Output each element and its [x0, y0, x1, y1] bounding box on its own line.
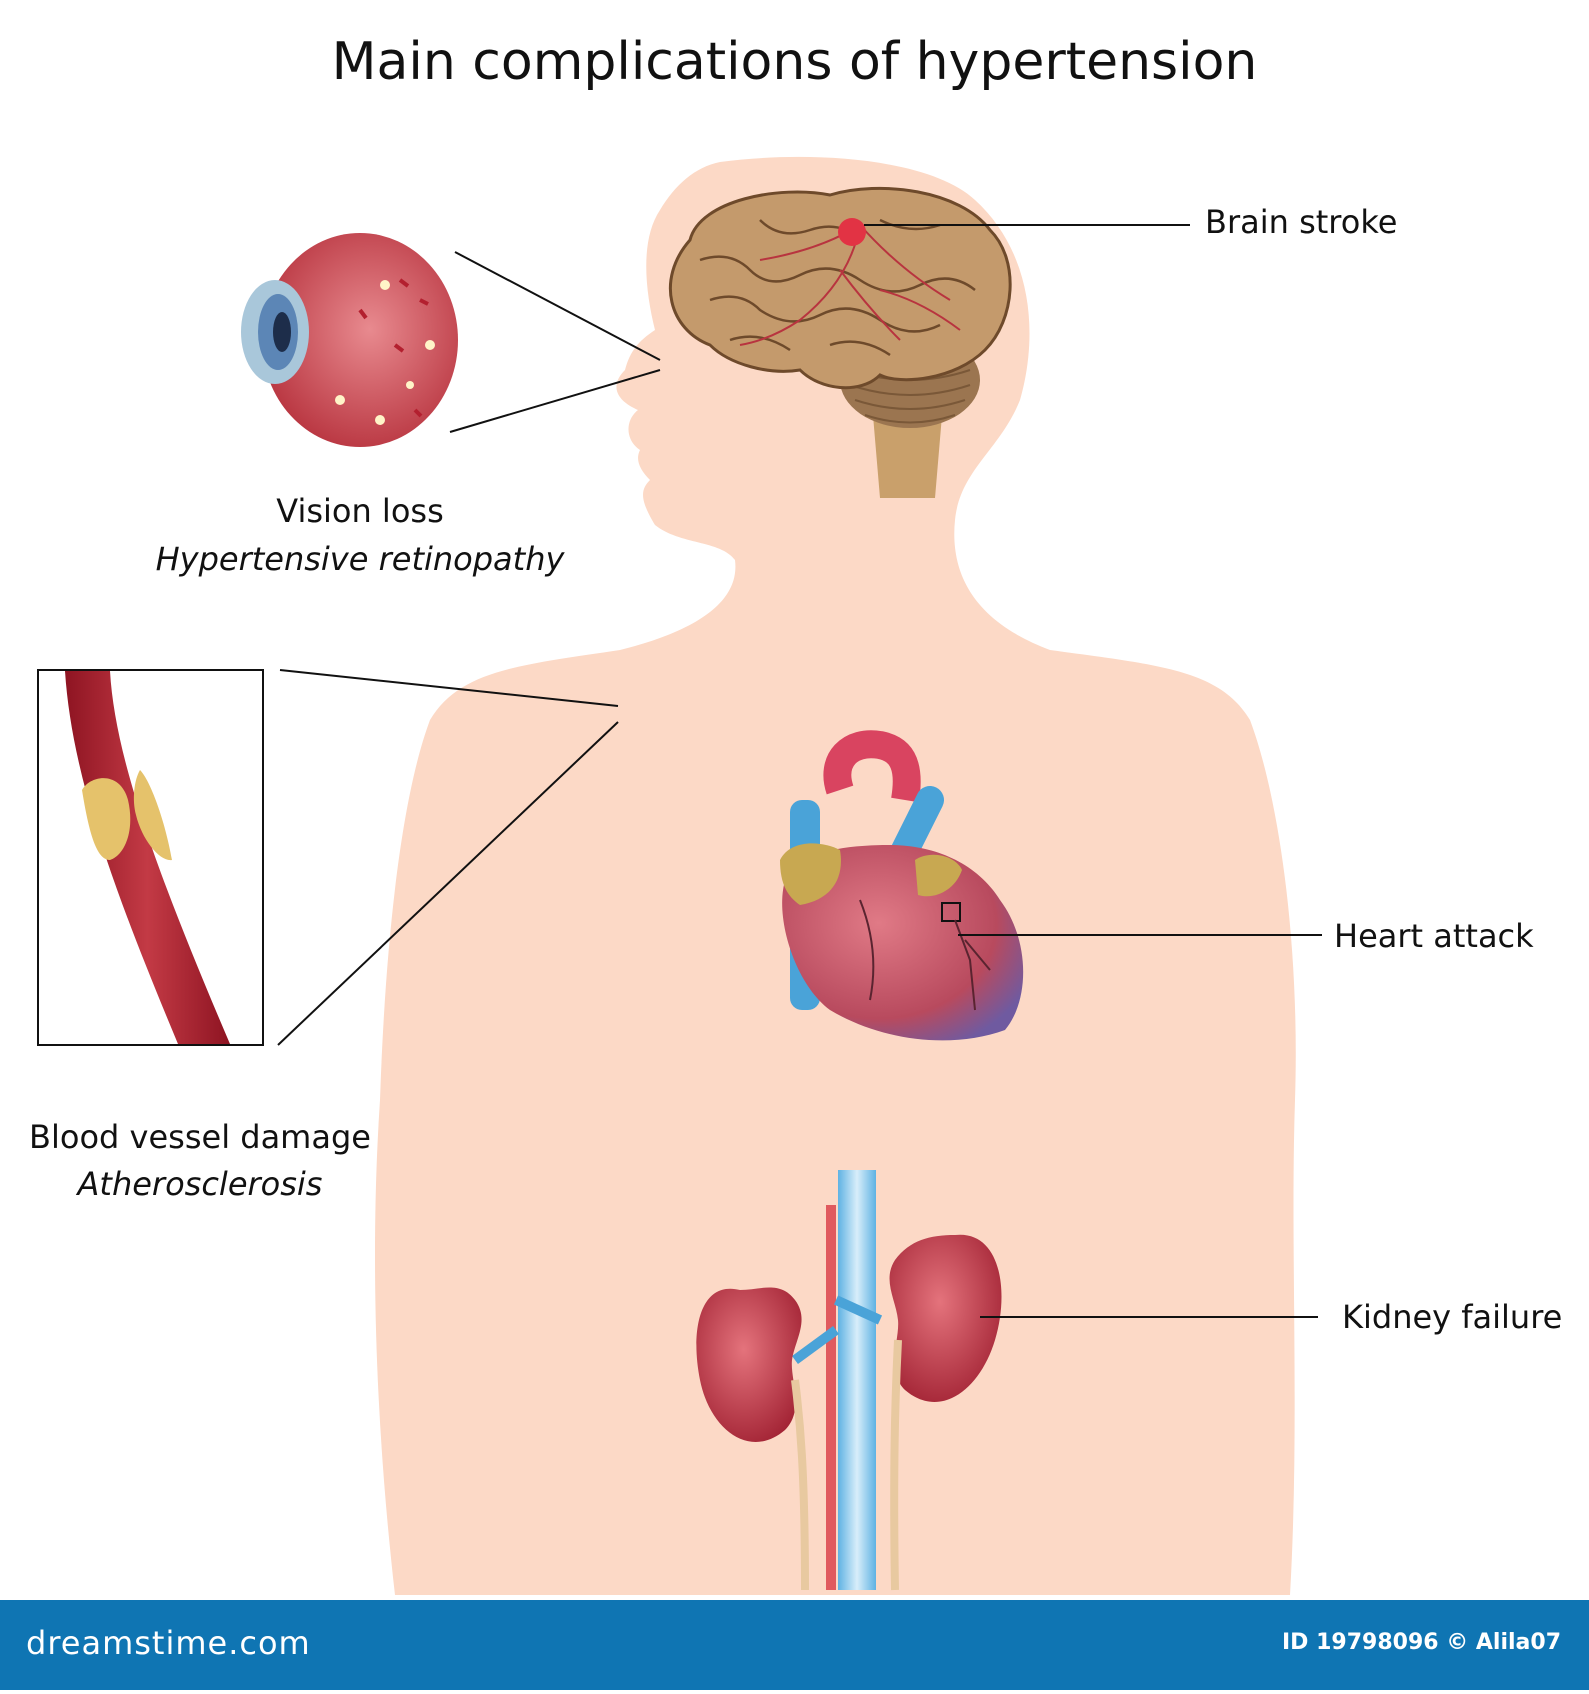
diagram-title: Main complications of hypertension [331, 32, 1258, 92]
brain-stroke-label: Brain stroke [1205, 203, 1398, 241]
eye-illustration [241, 233, 458, 447]
vision-loss-label: Vision loss [276, 492, 444, 530]
eye-pointer-line-bottom [449, 369, 661, 433]
heart-attack-label: Heart attack [1334, 917, 1534, 955]
pointer-lines [277, 224, 1322, 1318]
vessel-pointer-line-top [279, 669, 619, 707]
retinopathy-label: Hypertensive retinopathy [155, 540, 565, 578]
brain-illustration [668, 186, 1012, 498]
vessel-pointer-line-bottom [277, 721, 619, 1046]
artery-inset [37, 669, 264, 1046]
kidney-failure-label: Kidney failure [1342, 1298, 1563, 1336]
footer-bar: dreamstime.com ID 19798096 © Alila07 [0, 1600, 1589, 1690]
atherosclerosis-label: Atherosclerosis [77, 1165, 323, 1203]
heart-illustration [780, 730, 1024, 1041]
kidneys-illustration [696, 1170, 1002, 1591]
footer-image-id: ID 19798096 © Alila07 [1282, 1630, 1561, 1655]
footer-brand[interactable]: dreamstime.com [26, 1624, 311, 1662]
blood-vessel-damage-label: Blood vessel damage [29, 1118, 371, 1156]
eye-pointer-line-top [454, 251, 661, 361]
